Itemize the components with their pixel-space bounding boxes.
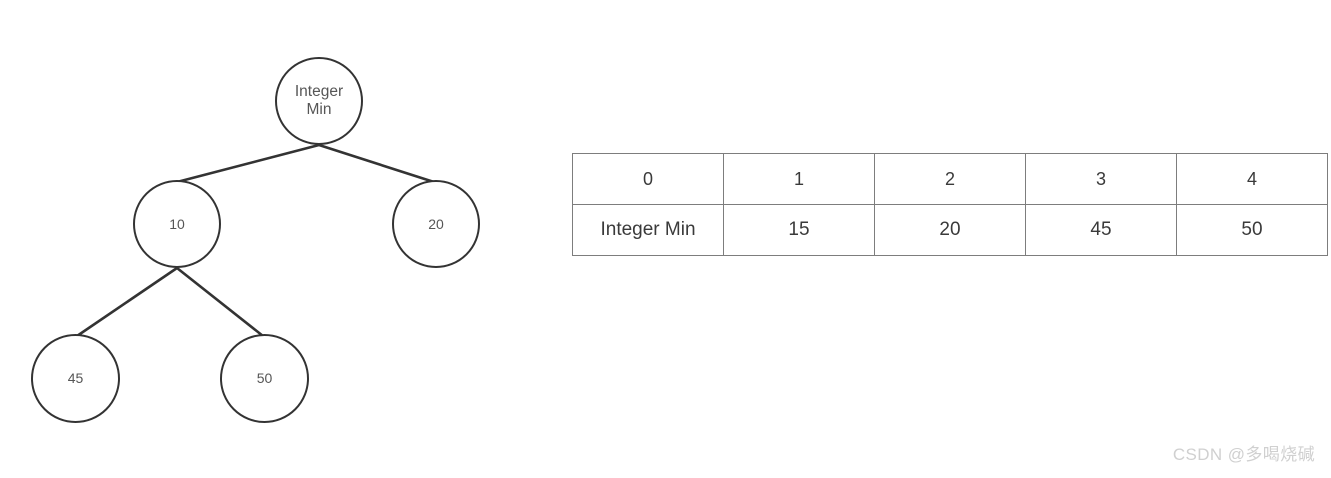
tree-edge-left-to-left-right [176, 266, 264, 338]
tree-node-left-right: 50 [220, 334, 309, 423]
tree-node-left: 10 [133, 180, 221, 268]
array-value-cell-1: 15 [723, 204, 875, 256]
array-value-cell-0: Integer Min [572, 204, 724, 256]
table-row-indices: 0 1 2 3 4 [572, 153, 1328, 205]
array-index-cell-4: 4 [1176, 153, 1328, 205]
tree-node-left-left-label: 45 [67, 370, 84, 387]
array-value-cell-2: 20 [874, 204, 1026, 256]
array-index-cell-2: 2 [874, 153, 1026, 205]
array-value-cell-3: 45 [1025, 204, 1177, 256]
tree-node-right: 20 [392, 180, 480, 268]
array-index-cell-0: 0 [572, 153, 724, 205]
tree-edge-left-to-left-left [76, 266, 178, 338]
array-index-cell-1: 1 [723, 153, 875, 205]
tree-node-left-left: 45 [31, 334, 120, 423]
binary-heap-tree: Integer Min 10 20 45 50 [0, 0, 560, 460]
tree-node-root: Integer Min [275, 57, 363, 145]
tree-node-root-label: Integer Min [294, 82, 344, 118]
heap-array-table: 0 1 2 3 4 Integer Min 15 20 45 50 [572, 153, 1328, 256]
tree-edge-root-to-right [318, 143, 435, 184]
csdn-watermark: CSDN @多喝烧碱 [1172, 445, 1315, 464]
array-index-cell-3: 3 [1025, 153, 1177, 205]
table-row-values: Integer Min 15 20 45 50 [572, 204, 1328, 256]
array-value-cell-4: 50 [1176, 204, 1328, 256]
tree-node-left-label: 10 [169, 215, 185, 232]
tree-edge-layer [76, 143, 435, 338]
tree-node-right-label: 20 [428, 215, 444, 232]
tree-node-left-right-label: 50 [256, 370, 273, 387]
tree-edge-root-to-left [176, 143, 320, 184]
